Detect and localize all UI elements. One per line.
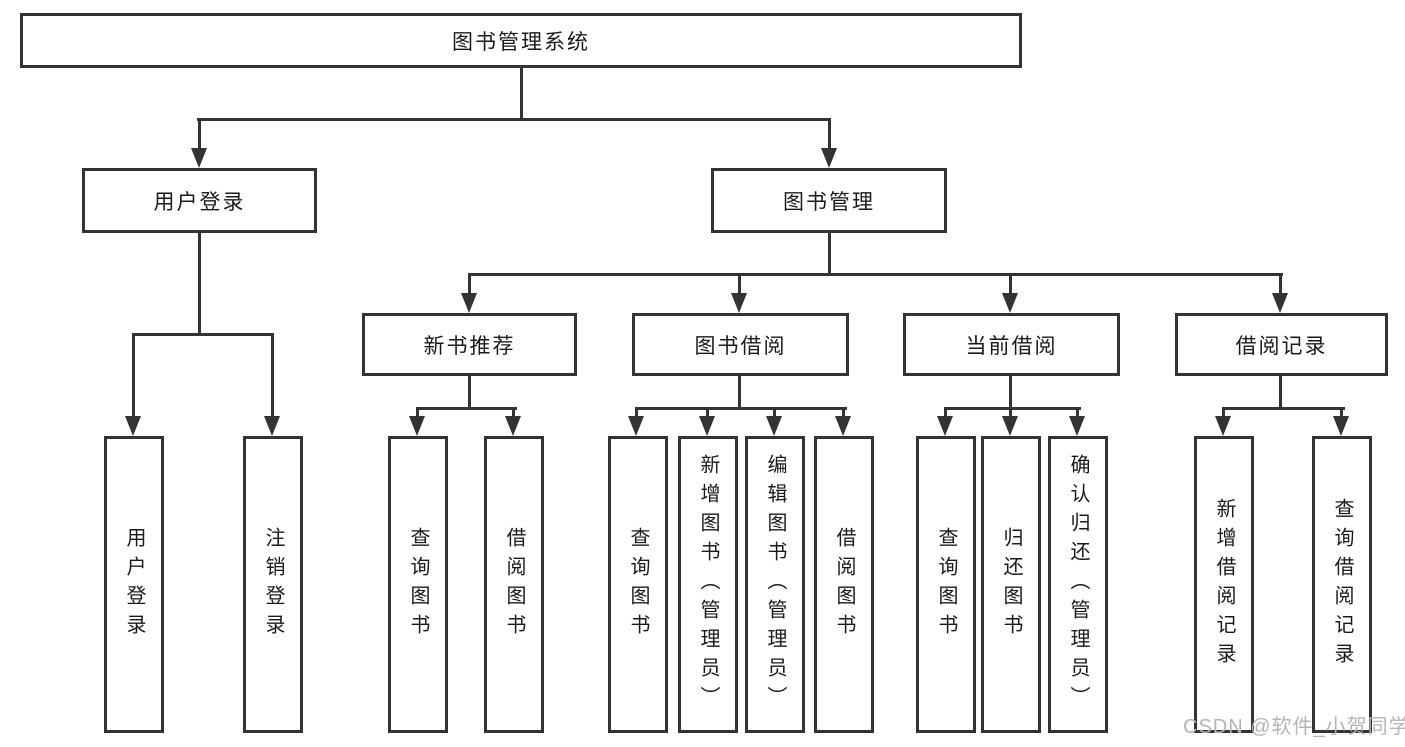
leaf-bb-borrow-books: 借阅图书 xyxy=(814,436,874,733)
arrow-down-icon xyxy=(409,416,425,436)
connector-line xyxy=(468,376,471,407)
connector-line xyxy=(416,407,419,418)
connector-line xyxy=(198,233,201,333)
leaf-bb-query-books: 查询图书 xyxy=(608,436,668,733)
arrow-down-icon xyxy=(821,148,837,168)
node-root: 图书管理系统 xyxy=(20,13,1022,68)
node-book-management: 图书管理 xyxy=(711,168,947,233)
connector-line xyxy=(1009,273,1012,295)
arrow-down-icon xyxy=(1215,416,1231,436)
arrow-down-icon xyxy=(505,416,521,436)
leaf-br-query-record: 查询借阅记录 xyxy=(1312,436,1372,733)
arrow-down-icon xyxy=(731,293,747,313)
csdn-watermark: CSDN @软件_小贺同学 xyxy=(1183,716,1405,738)
connector-line xyxy=(944,407,1081,410)
connector-line xyxy=(512,407,515,418)
connector-line xyxy=(198,118,201,148)
node-borrowing-records: 借阅记录 xyxy=(1175,313,1388,376)
connector-line xyxy=(468,273,1283,276)
node-current-borrowing: 当前借阅 xyxy=(903,313,1120,376)
arrow-down-icon xyxy=(191,148,207,168)
node-book-borrowing: 图书借阅 xyxy=(632,313,849,376)
connector-line xyxy=(738,273,741,295)
arrow-down-icon xyxy=(766,416,782,436)
connector-line xyxy=(416,407,517,410)
arrow-down-icon xyxy=(125,416,141,436)
connector-line xyxy=(132,333,274,336)
connector-line xyxy=(468,273,471,295)
connector-line xyxy=(1076,407,1079,418)
connector-line xyxy=(1009,407,1012,418)
arrow-down-icon xyxy=(1272,293,1288,313)
arrow-down-icon xyxy=(1002,416,1018,436)
leaf-cb-return-books: 归还图书 xyxy=(981,436,1041,733)
connector-line xyxy=(635,407,638,418)
arrow-down-icon xyxy=(628,416,644,436)
arrow-down-icon xyxy=(1333,416,1349,436)
leaf-logout: 注销登录 xyxy=(243,436,303,733)
connector-line xyxy=(1222,407,1225,418)
connector-line xyxy=(738,376,741,407)
connector-line xyxy=(1009,376,1012,407)
arrow-down-icon xyxy=(699,416,715,436)
leaf-nb-borrow-books: 借阅图书 xyxy=(484,436,544,733)
connector-line xyxy=(635,407,847,410)
leaf-cb-confirm-return: 确认归还（管理员） xyxy=(1048,436,1108,733)
connector-line xyxy=(132,333,135,416)
connector-line xyxy=(197,118,831,121)
connector-line xyxy=(828,233,831,273)
connector-line xyxy=(706,407,709,418)
arrow-down-icon xyxy=(461,293,477,313)
arrow-down-icon xyxy=(264,416,280,436)
connector-line xyxy=(944,407,947,418)
connector-line xyxy=(773,407,776,418)
connector-line xyxy=(1340,407,1343,418)
connector-line xyxy=(1222,407,1345,410)
connector-line xyxy=(842,407,845,418)
connector-line xyxy=(271,333,274,416)
arrow-down-icon xyxy=(1069,416,1085,436)
leaf-cb-query-books: 查询图书 xyxy=(916,436,976,733)
connector-line xyxy=(828,118,831,148)
arrow-down-icon xyxy=(937,416,953,436)
leaf-br-add-record: 新增借阅记录 xyxy=(1194,436,1254,733)
node-user-login: 用户登录 xyxy=(82,168,317,233)
leaf-nb-query-books: 查询图书 xyxy=(388,436,448,733)
arrow-down-icon xyxy=(1002,293,1018,313)
leaf-bb-add-books: 新增图书（管理员） xyxy=(678,436,738,733)
connector-line xyxy=(1279,273,1282,295)
leaf-user-login: 用户登录 xyxy=(104,436,164,733)
leaf-bb-edit-books: 编辑图书（管理员） xyxy=(745,436,805,733)
connector-line xyxy=(520,68,523,118)
arrow-down-icon xyxy=(835,416,851,436)
node-new-book-recommend: 新书推荐 xyxy=(362,313,577,376)
connector-line xyxy=(1279,376,1282,407)
